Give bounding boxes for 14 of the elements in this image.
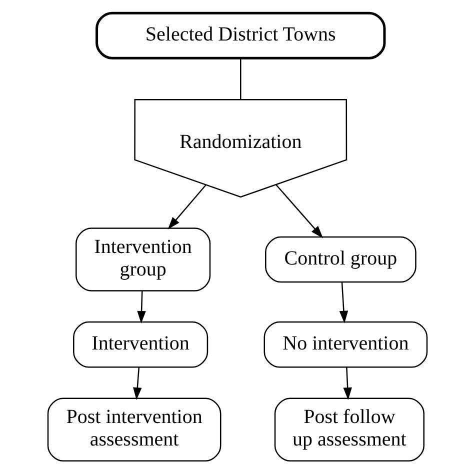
node-box: Control group [264,236,416,283]
node-box: Selected District Towns [95,12,386,60]
node-box: Post follow up assessment [274,398,424,462]
arrow [338,282,348,324]
connector [240,58,241,100]
node-box: Intervention group [75,228,210,292]
arrow [342,367,352,400]
node-box: Post intervention assessment [46,398,221,462]
node-box: No intervention [263,321,428,368]
arrow [275,184,323,238]
arrow [132,367,142,400]
arrow [167,184,206,230]
node-box: Intervention [72,321,208,368]
arrow [136,291,146,324]
